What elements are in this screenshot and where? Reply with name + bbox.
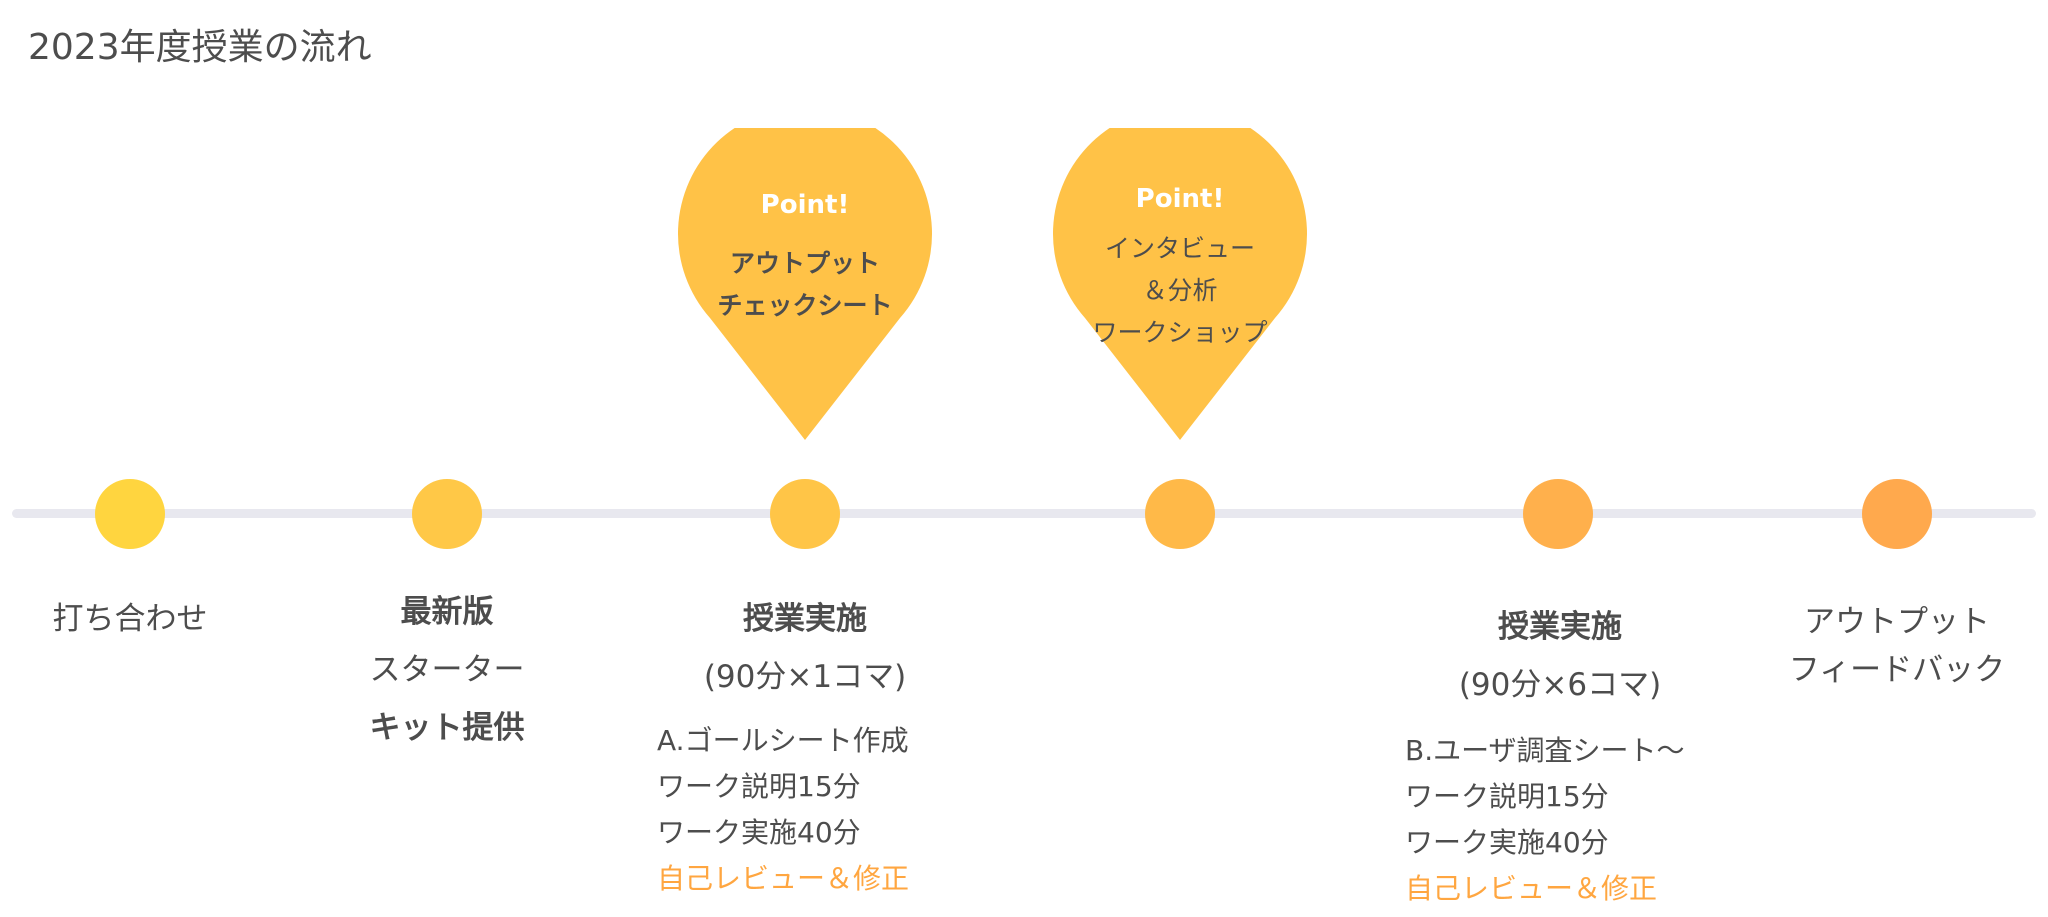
pin-text-1: インタビュー — [1104, 234, 1255, 263]
pin-badge: Point! — [760, 190, 850, 220]
step-line: 授業実施 — [743, 601, 867, 637]
detail-highlight: 自己レビュー＆修正 — [657, 862, 910, 895]
step-label-5: 授業実施 (90分×6コマ) — [1400, 598, 1720, 714]
pin-text-1: アウトプット — [729, 249, 880, 278]
point-pin-2: Point! インタビュー ＆分析 ワークショップ — [1053, 128, 1307, 448]
timeline-dot-1 — [95, 479, 165, 549]
step-line: フィードバック — [1788, 652, 2006, 688]
page-title: 2023年度授業の流れ — [28, 27, 372, 68]
step-line: (90分×1コマ) — [703, 659, 907, 695]
pin-text-2: ＆分析 — [1142, 276, 1218, 305]
timeline-dot-4 — [1145, 479, 1215, 549]
timeline-dot-2 — [412, 479, 482, 549]
detail-line: ワーク実施40分 — [1405, 826, 1609, 859]
timeline-dot-3 — [770, 479, 840, 549]
detail-line: A.ゴールシート作成 — [657, 724, 909, 757]
timeline-line — [12, 509, 2036, 518]
detail-line: ワーク実施40分 — [657, 816, 861, 849]
point-pin-1: Point! アウトプット チェックシート — [678, 128, 932, 448]
step-details-3: A.ゴールシート作成 ワーク説明15分 ワーク実施40分 自己レビュー＆修正 — [657, 718, 909, 902]
step-label-1: 打ち合わせ — [0, 590, 290, 648]
detail-line: ワーク説明15分 — [657, 770, 861, 803]
step-line: (90分×6コマ) — [1458, 667, 1662, 703]
detail-highlight: 自己レビュー＆修正 — [1405, 872, 1658, 905]
pin-marker-icon — [1053, 128, 1307, 440]
pin-badge: Point! — [1135, 184, 1225, 214]
detail-line: B.ユーザ調査シート～ — [1405, 734, 1685, 767]
step-line: アウトプット — [1804, 604, 1990, 640]
step-line: 打ち合わせ — [52, 601, 208, 637]
detail-line: ワーク説明15分 — [1405, 780, 1609, 813]
pin-text-3: ワークショップ — [1092, 318, 1268, 347]
step-details-5: B.ユーザ調査シート～ ワーク説明15分 ワーク実施40分 自己レビュー＆修正 — [1405, 728, 1685, 912]
pin-marker-icon — [678, 128, 932, 440]
step-line: 授業実施 — [1498, 609, 1622, 645]
step-line: 最新版 — [400, 594, 494, 630]
step-label-3: 授業実施 (90分×1コマ) — [645, 590, 965, 706]
step-line: キット提供 — [369, 710, 525, 746]
step-line: スターター — [369, 652, 525, 688]
timeline-dot-6 — [1862, 479, 1932, 549]
timeline-dot-5 — [1523, 479, 1593, 549]
step-label-6: アウトプット フィードバック — [1737, 598, 2048, 694]
step-label-2: 最新版 スターター キット提供 — [287, 583, 607, 757]
pin-text-2: チェックシート — [717, 291, 893, 320]
